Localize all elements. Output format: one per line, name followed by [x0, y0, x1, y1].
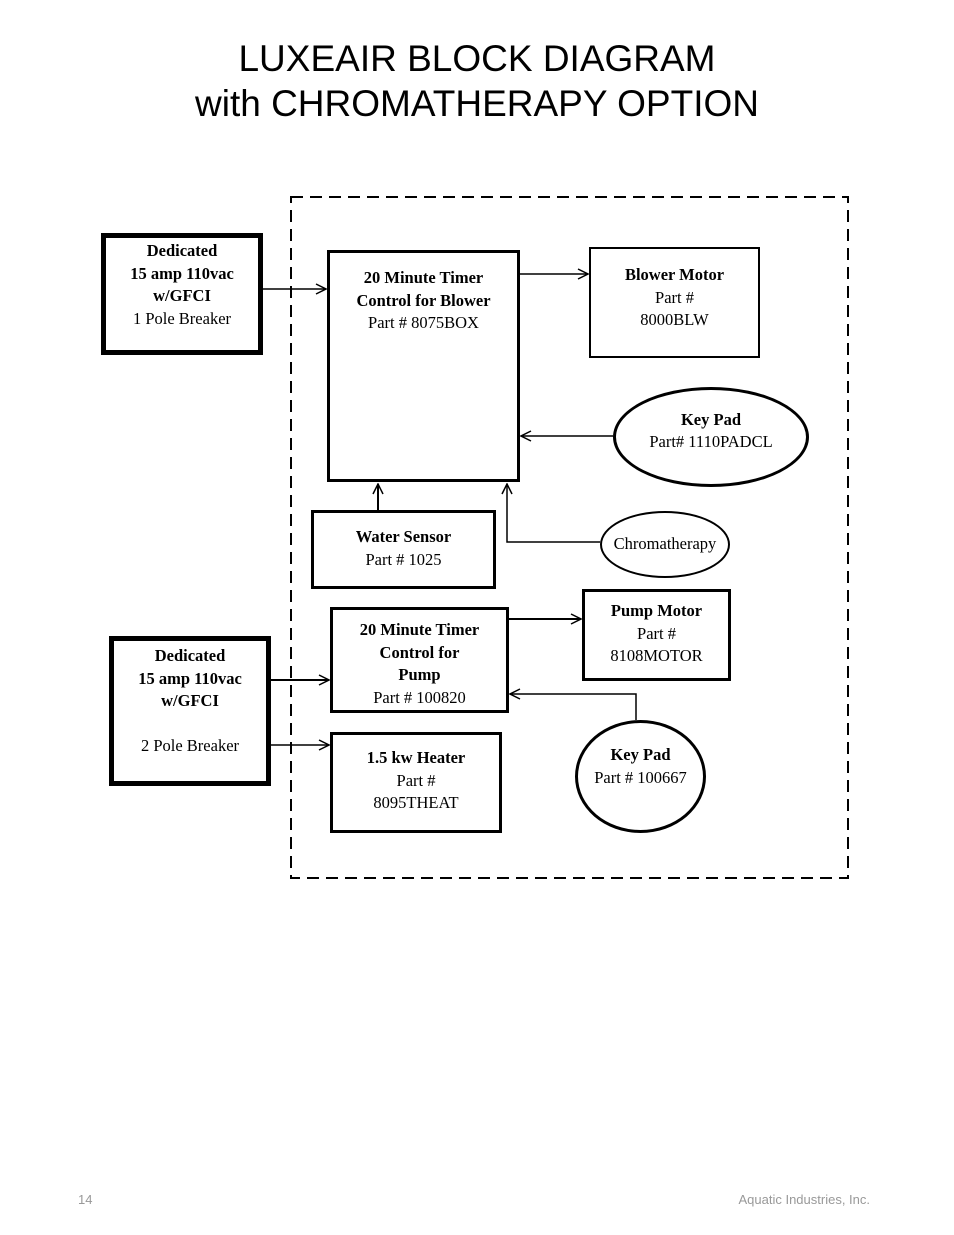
label: Part # 100820	[373, 687, 466, 707]
label: Water Sensor	[355, 527, 452, 546]
label: Key Pad	[680, 409, 742, 429]
blower-motor-block: Blower Motor Part # 8000BLW	[589, 247, 760, 358]
page-number: 14	[78, 1192, 93, 1207]
chromatherapy-ellipse: Chromatherapy	[600, 511, 730, 578]
label: Blower Motor	[624, 265, 725, 284]
power-supply-2-block: Dedicated 15 amp 110vac w/GFCI 2 Pole Br…	[109, 636, 271, 786]
power-supply-1-block: Dedicated 15 amp 110vac w/GFCI 1 Pole Br…	[101, 233, 263, 355]
label: 1.5 kw Heater	[366, 748, 466, 767]
label: 20 Minute Timer	[363, 268, 484, 287]
label: Part #	[396, 770, 436, 790]
label: 15 amp 110vac	[130, 263, 234, 283]
wire-keypad2-to-timer-pump	[510, 694, 637, 720]
label: 20 Minute Timer	[359, 620, 480, 639]
page-title: LUXEAIR BLOCK DIAGRAM with CHROMATHERAPY…	[0, 36, 954, 126]
label: Control for	[379, 642, 460, 662]
label: Part# 1110PADCL	[649, 432, 773, 451]
label: Pump Motor	[610, 601, 703, 620]
wire-chromatherapy-to-timer	[507, 484, 600, 543]
timer-pump-block: 20 Minute Timer Control for Pump Part # …	[330, 607, 509, 713]
label: 2 Pole Breaker	[140, 736, 240, 755]
keypad-2-circle: Key Pad Part # 100667	[575, 720, 706, 833]
title-line-2: with CHROMATHERAPY OPTION	[195, 83, 759, 124]
label: 1 Pole Breaker	[132, 308, 232, 328]
label: Part # 100667	[594, 767, 687, 787]
label: w/GFCI	[153, 286, 211, 305]
keypad-1-ellipse: Key Pad Part# 1110PADCL	[613, 387, 809, 487]
label: w/GFCI	[161, 691, 219, 710]
company-name: Aquatic Industries, Inc.	[738, 1192, 870, 1207]
label: Dedicated	[154, 646, 226, 665]
pump-motor-block: Pump Motor Part # 8108MOTOR	[582, 589, 731, 681]
equipment-enclosure-boundary	[290, 196, 849, 879]
title-line-1: LUXEAIR BLOCK DIAGRAM	[238, 38, 716, 79]
label: Key Pad	[610, 745, 671, 764]
label: Part # 1025	[365, 549, 442, 569]
label: Part # 8075BOX	[368, 313, 479, 332]
label: Dedicated	[146, 241, 218, 260]
water-sensor-block: Water Sensor Part # 1025	[311, 510, 496, 589]
label: 8095THEAT	[373, 793, 459, 812]
label: Control for Blower	[356, 290, 491, 310]
label: Pump	[398, 665, 441, 684]
timer-blower-block: 20 Minute Timer Control for Blower Part …	[327, 250, 520, 482]
label: Part #	[655, 287, 694, 307]
label: 15 amp 110vac	[138, 668, 242, 688]
label: 8108MOTOR	[610, 646, 703, 665]
label: Chromatherapy	[613, 534, 717, 554]
label: Part #	[637, 623, 676, 643]
label: 8000BLW	[640, 310, 709, 329]
heater-block: 1.5 kw Heater Part # 8095THEAT	[330, 732, 502, 833]
